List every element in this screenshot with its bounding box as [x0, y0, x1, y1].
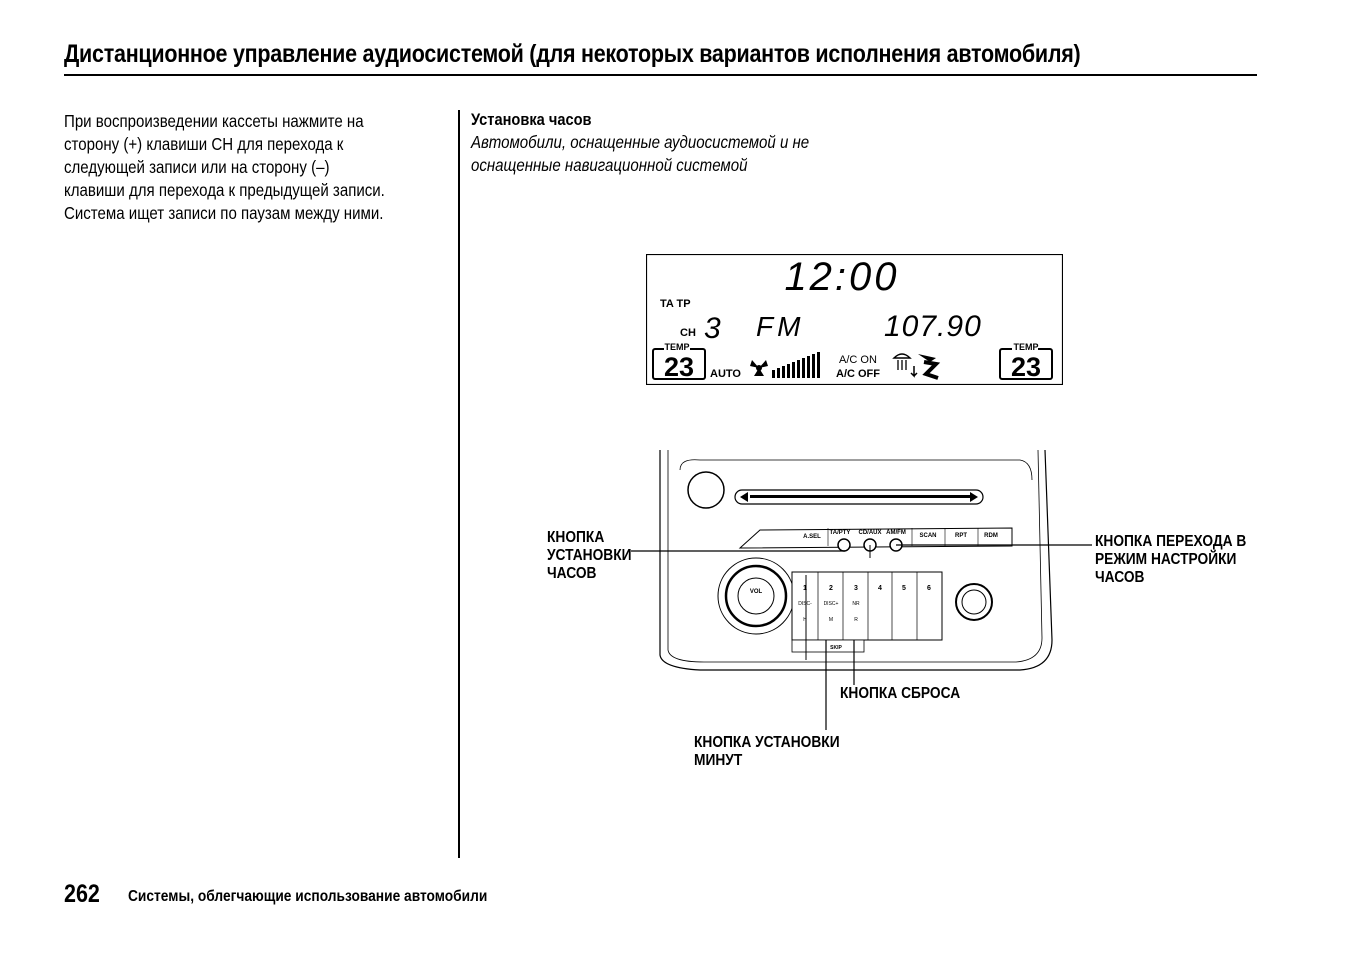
- preset-2[interactable]: 2: [829, 585, 833, 592]
- display-panel-illustration: 12:00 TA TP CH 3 FM 107.90 TEMP 23 AUTO …: [646, 254, 1063, 385]
- button-rpt[interactable]: RPT: [955, 533, 967, 539]
- text-line: При воспроизведении кассеты нажмите на: [64, 111, 364, 131]
- preset-sub-label: M: [829, 617, 833, 623]
- section-heading: Установка часов: [471, 110, 592, 129]
- button-cd-aux[interactable]: CD/AUX: [858, 530, 881, 536]
- callout-line: КНОПКА СБРОСА: [840, 685, 961, 702]
- callout-line: ЧАСОВ: [547, 565, 597, 582]
- callout-line: ЧАСОВ: [1095, 569, 1145, 586]
- auto-label: AUTO: [710, 368, 741, 380]
- page-number: 262: [64, 880, 100, 908]
- callout-line: КНОПКА: [547, 529, 605, 546]
- button-rdm[interactable]: RDM: [984, 533, 998, 539]
- callout-line: КНОПКА ПЕРЕХОДА В: [1095, 533, 1247, 550]
- temp-label-right: TEMP: [1013, 342, 1038, 352]
- preset-sub-label: NR: [852, 601, 860, 607]
- frequency-readout: 107.90: [884, 310, 982, 343]
- temp-left-readout: 23: [664, 352, 694, 382]
- clock-mode-knob[interactable]: [889, 538, 903, 552]
- temp-label-left: TEMP: [664, 342, 689, 352]
- preset-1[interactable]: 1: [803, 585, 807, 592]
- text-line: Система ищет записи по паузам между ними…: [64, 203, 384, 223]
- text-line: следующей записи или на сторону (–): [64, 157, 330, 177]
- callout-reset-button: КНОПКА СБРОСА: [840, 685, 960, 703]
- callout-line: МИНУТ: [694, 752, 743, 769]
- ac-on-label: A/C ON: [839, 354, 877, 366]
- preset-sub-label: H: [803, 617, 807, 623]
- temp-right-readout: 23: [1011, 352, 1041, 382]
- title-rule: [64, 74, 1257, 76]
- button-scan[interactable]: SCAN: [919, 533, 936, 539]
- callout-clock-set-button: КНОПКА УСТАНОВКИ ЧАСОВ: [547, 529, 631, 583]
- callout-line: КНОПКА УСТАНОВКИ: [694, 734, 840, 751]
- callout-line: РЕЖИМ НАСТРОЙКИ: [1095, 551, 1237, 568]
- text-line: Автомобили, оснащенные аудиосистемой и н…: [471, 132, 810, 152]
- section-subheading: Автомобили, оснащенные аудиосистемой и н…: [471, 131, 809, 177]
- defrost-icon: [892, 353, 912, 370]
- footer-section-title: Системы, облегчающие использование автом…: [128, 888, 488, 905]
- preset-sub-label: DISC+: [824, 601, 839, 607]
- audio-unit-illustration: A.SEL TA/PTY CD/AUX AM/FM SCAN RPT RDM V…: [659, 449, 1053, 671]
- hour-set-knob[interactable]: [837, 538, 851, 552]
- preset-6[interactable]: 6: [927, 585, 931, 592]
- ta-tp-label: TA TP: [660, 298, 691, 310]
- preset-sub-label: R: [854, 617, 858, 623]
- button-ta-pty[interactable]: TA/PTY: [830, 530, 851, 536]
- ac-off-label: A/C OFF: [836, 368, 880, 380]
- eject-icon: [740, 492, 748, 502]
- fan-icon: [750, 360, 768, 376]
- cassette-instructions: При воспроизведении кассеты нажмите на с…: [64, 110, 425, 225]
- callout-minute-set-button: КНОПКА УСТАНОВКИ МИНУТ: [694, 734, 840, 770]
- preset-sub-label: DISC-: [798, 601, 812, 607]
- preset-3[interactable]: 3: [854, 585, 858, 592]
- ch-label: CH: [680, 327, 696, 339]
- fan-speed-bars: [772, 352, 820, 378]
- button-a-sel[interactable]: A.SEL: [803, 534, 821, 540]
- callout-line: УСТАНОВКИ: [547, 547, 632, 564]
- text-line: оснащенные навигационной системой: [471, 155, 748, 175]
- vol-label: VOL: [750, 589, 763, 595]
- text-line: клавиши для перехода к предыдущей записи…: [64, 180, 385, 200]
- preset-5[interactable]: 5: [902, 585, 906, 592]
- preset-4[interactable]: 4: [878, 585, 882, 592]
- skip-label[interactable]: SKIP: [830, 645, 842, 651]
- clock-readout: 12:00: [784, 255, 899, 299]
- channel-readout: 3: [704, 312, 721, 345]
- callout-clock-mode-button: КНОПКА ПЕРЕХОДА В РЕЖИМ НАСТРОЙКИ ЧАСОВ: [1095, 533, 1246, 587]
- airflow-mode-icon: [910, 354, 941, 380]
- eject-knob[interactable]: [687, 471, 725, 509]
- text-line: сторону (+) клавиши CH для перехода к: [64, 134, 344, 154]
- column-divider: [458, 110, 460, 858]
- band-readout: FM: [756, 311, 804, 342]
- button-am-fm[interactable]: AM/FM: [886, 530, 906, 536]
- page-title: Дистанционное управление аудиосистемой (…: [64, 40, 1081, 68]
- reset-knob[interactable]: [863, 538, 877, 552]
